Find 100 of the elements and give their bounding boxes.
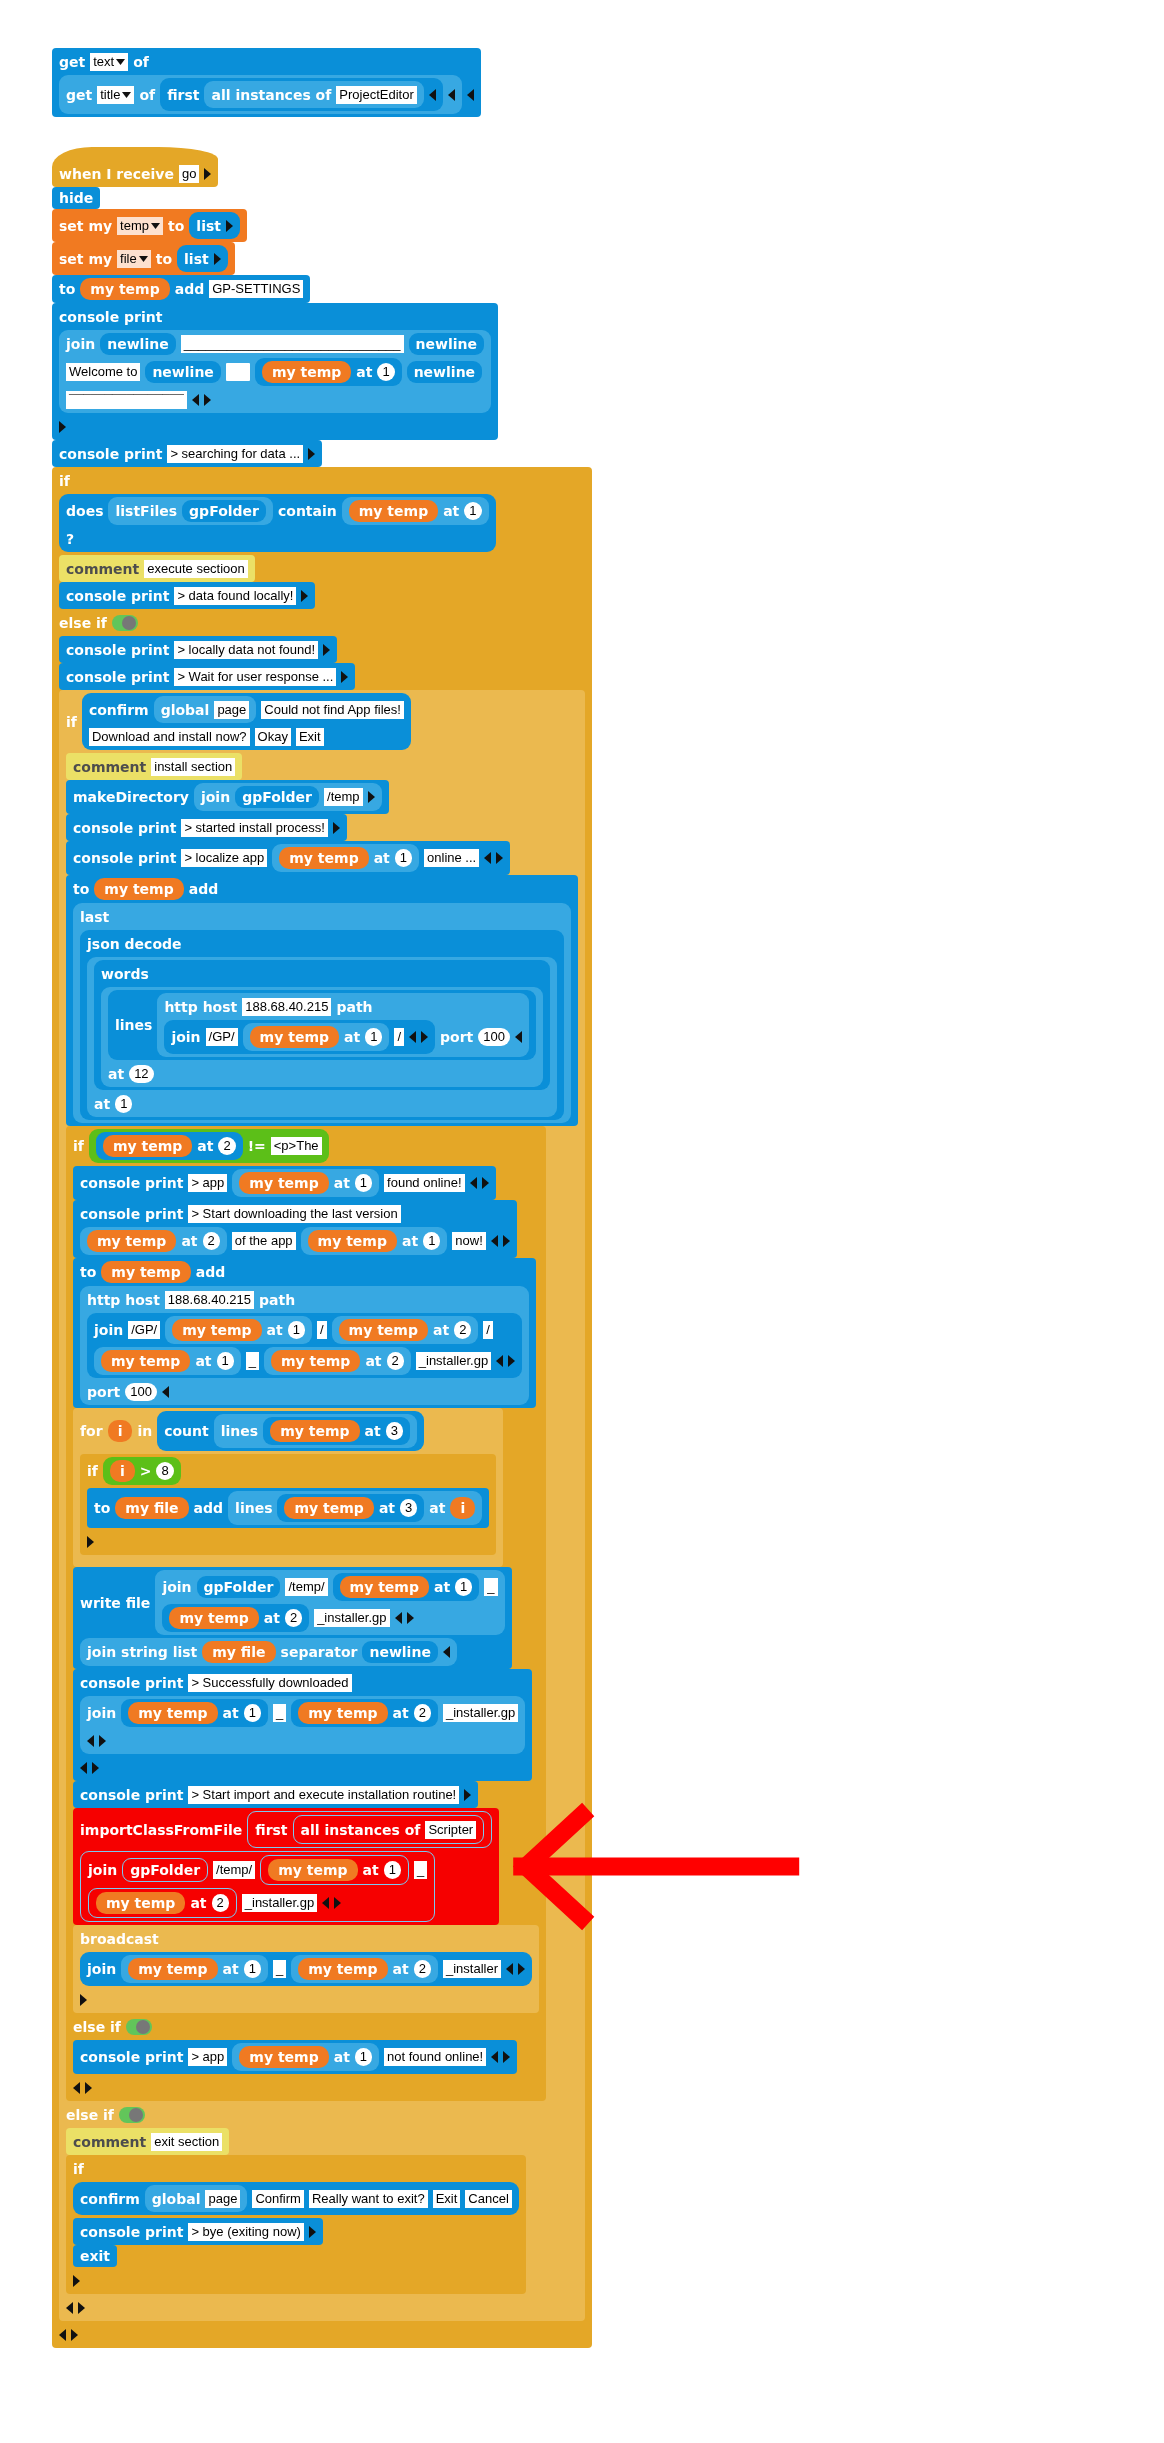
keyword-label: at <box>402 1233 419 1249</box>
reporter-block <box>144 2185 248 2212</box>
reporter-block <box>80 1696 526 1754</box>
number-slot: 1 <box>365 1028 383 1046</box>
variable-block: my temp <box>298 1702 388 1724</box>
highlighted-command-block <box>73 1808 500 1925</box>
keyword-label: global <box>160 701 210 718</box>
reporter-block: newline <box>406 361 483 383</box>
variable-block: my temp <box>102 1135 193 1157</box>
reporter-block <box>254 358 402 386</box>
number-slot: 1 <box>455 1578 473 1596</box>
comment-block <box>66 753 243 780</box>
keyword-label: at <box>108 1065 125 1082</box>
keyword-label: first <box>255 1821 288 1838</box>
command-block <box>52 275 311 303</box>
reporter-block <box>95 1132 243 1160</box>
number-slot: 1 <box>394 849 413 867</box>
dropdown-slot <box>117 249 151 268</box>
variable-block: my temp <box>298 1958 388 1980</box>
keyword-label: at <box>356 364 373 380</box>
text-slot: > bye (exiting now) <box>188 2222 304 2241</box>
keyword-label: broadcast <box>80 1930 159 1947</box>
text-slot: Welcome to <box>66 363 141 381</box>
keyword-label: add <box>193 1500 224 1516</box>
number-slot: 1 <box>354 2048 373 2066</box>
keyword-label: get <box>59 53 86 70</box>
keyword-label: != <box>247 1138 266 1154</box>
reporter-block <box>121 1955 268 1983</box>
dropdown-slot <box>97 85 135 104</box>
keyword-label: join <box>87 1705 117 1721</box>
text-slot: > started install process! <box>181 818 328 837</box>
variable-block: my temp <box>128 1702 218 1724</box>
reporter-block <box>263 1417 410 1445</box>
reporter-block <box>94 1347 241 1375</box>
command-block <box>52 209 247 242</box>
keyword-label: at <box>333 1175 350 1191</box>
text-slot: execute sectioon <box>144 559 248 578</box>
number-slot: 3 <box>385 1422 403 1440</box>
keyword-label: console print <box>66 668 170 685</box>
text-slot: > searching for data ... <box>167 444 304 463</box>
number-slot: 2 <box>218 1137 236 1155</box>
text-slot: ¯¯¯¯¯¯¯¯¯¯¯¯¯¯¯¯ <box>66 390 187 409</box>
text-slot: _installer.gp <box>314 1609 390 1627</box>
command-block <box>73 1781 479 1808</box>
keyword-label: json decode <box>87 935 182 952</box>
text-slot: ______________________________ <box>180 335 404 353</box>
variable-block: i <box>450 1497 476 1519</box>
text-slot: /temp <box>324 788 363 806</box>
keyword-label: set my <box>59 217 113 234</box>
keyword-label: join <box>94 1322 124 1338</box>
text-slot: > locally data not found! <box>174 640 319 659</box>
reporter-block <box>87 957 557 1117</box>
text-slot: of the app <box>231 1232 296 1250</box>
keyword-label: ? <box>66 530 75 547</box>
keyword-label: importClassFromFile <box>80 1821 243 1838</box>
text-slot: > data found locally! <box>174 586 297 605</box>
text-slot: online ... <box>424 849 480 867</box>
reporter-block <box>193 783 382 811</box>
keyword-label: first <box>167 86 200 103</box>
keyword-label: to <box>168 217 185 234</box>
text-slot: _installer.gp <box>415 1352 492 1370</box>
keyword-label: else if <box>59 614 107 631</box>
command-block <box>73 1669 533 1781</box>
reporter-block: newline <box>408 333 485 355</box>
command-block <box>52 440 323 467</box>
reporter-block <box>232 1169 380 1197</box>
command-block <box>73 1166 496 1200</box>
control-block <box>73 1925 539 2013</box>
command-block <box>73 1200 517 1258</box>
keyword-label: if <box>87 1463 98 1479</box>
reporter-block <box>291 1955 438 1983</box>
text-slot: Cancel <box>465 2189 512 2208</box>
reporter-block <box>165 1316 312 1344</box>
command-block: hide <box>52 187 101 209</box>
number-slot: 2 <box>386 1352 404 1370</box>
text-slot: > Start downloading the last version <box>188 1204 401 1223</box>
text-slot: _ <box>413 1861 428 1879</box>
keyword-label: confirm <box>80 2190 140 2207</box>
keyword-label: join <box>200 789 231 805</box>
number-slot: 1 <box>354 1174 373 1192</box>
text-slot: Scripter <box>425 1820 477 1839</box>
command-block <box>73 1258 537 1408</box>
variable-block: my temp <box>249 1026 339 1048</box>
text-slot: /GP/ <box>128 1321 161 1339</box>
variable-block: my temp <box>80 278 170 300</box>
number-slot: 2 <box>202 1232 220 1250</box>
control-block <box>80 1454 497 1555</box>
reporter-block <box>300 1227 448 1255</box>
keyword-label: in <box>137 1423 153 1439</box>
text-slot: /GP/ <box>205 1028 238 1046</box>
number-slot: 1 <box>115 1094 133 1113</box>
keyword-label: words <box>101 965 149 982</box>
dropdown-value: file <box>120 249 137 268</box>
reporter-block <box>162 1604 310 1632</box>
variable-block: my temp <box>239 1172 329 1194</box>
reporter-block: newline <box>145 361 221 383</box>
text-slot: Really want to exit? <box>308 2189 428 2208</box>
text-slot: page <box>214 700 250 719</box>
comment-block <box>59 555 255 582</box>
keyword-label: join <box>171 1029 201 1045</box>
